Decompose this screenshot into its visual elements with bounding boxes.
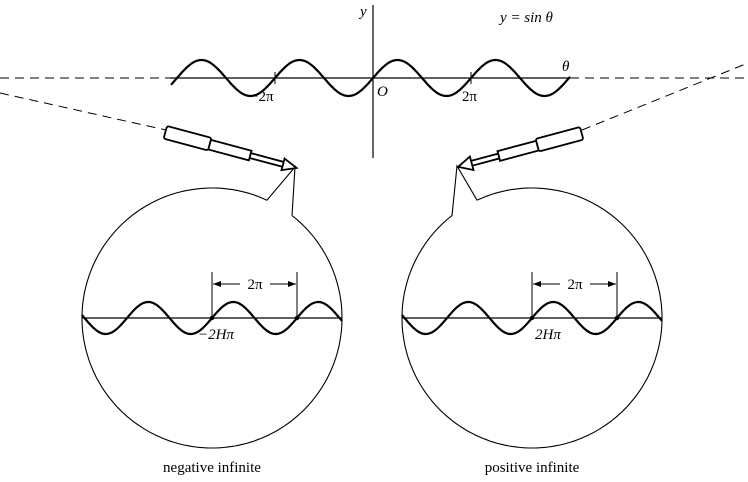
right-point-label: 2Hπ (535, 327, 561, 343)
left-period-label: 2π (247, 277, 263, 293)
telescope-right-icon (456, 126, 584, 172)
sight-line-right (581, 62, 748, 131)
theta-label: θ (562, 59, 570, 75)
left-point-marker-2 (294, 315, 300, 321)
magnified-view-right (401, 164, 663, 449)
left-caption: negative infinite (163, 460, 261, 476)
origin-label: O (377, 84, 388, 100)
pos-two-pi-label: 2π (462, 89, 478, 105)
telescope-left-icon (163, 125, 299, 172)
sine-curve (170, 58, 571, 98)
magnified-view-left (81, 165, 343, 449)
right-point-marker-2 (614, 315, 620, 321)
left-point-marker (209, 315, 215, 321)
sight-line-left (0, 92, 167, 131)
neg-two-pi-label: −2π (250, 89, 274, 105)
right-period-bracket (531, 272, 618, 318)
y-axis-label: y (358, 4, 367, 20)
left-point-label: −2Hπ (198, 327, 234, 343)
right-point-marker (529, 315, 535, 321)
right-period-label: 2π (567, 277, 583, 293)
left-period-bracket (211, 272, 298, 318)
equation-label: y = sin θ (498, 10, 554, 26)
right-caption: positive infinite (485, 460, 580, 476)
